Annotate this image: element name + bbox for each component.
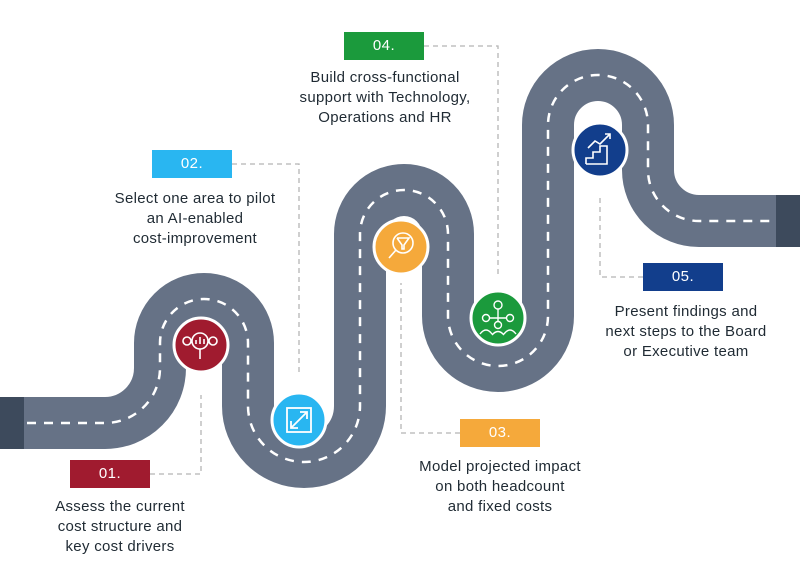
step-5-badge: 05. xyxy=(643,263,723,291)
step-2-badge: 02. xyxy=(152,150,232,178)
road-end-cap xyxy=(776,195,800,247)
step-1-description: Assess the current cost structure and ke… xyxy=(20,497,220,557)
step-4-description: Build cross-functional support with Tech… xyxy=(270,68,500,128)
connector-step-3 xyxy=(400,283,460,434)
connector-step-2 xyxy=(232,163,300,372)
road-start-cap xyxy=(0,397,24,449)
step-1-line-3: key cost drivers xyxy=(65,538,175,555)
connector-step-1 xyxy=(150,395,202,475)
step-3-description: Model projected impact on both headcount… xyxy=(385,457,615,517)
magnifier-funnel-icon xyxy=(388,232,414,259)
step-4-marker xyxy=(469,289,527,347)
road-lane-markings xyxy=(10,73,790,464)
step-3-line-3: and fixed costs xyxy=(447,498,553,515)
step-4-line-1: Build cross-functional xyxy=(310,69,460,86)
step-5-line-1: Present findings and xyxy=(614,303,758,320)
step-2-line-2: an AI-enabled xyxy=(146,210,244,227)
step-4-line-2: support with Technology, xyxy=(299,89,471,106)
growth-chart-steps-icon xyxy=(585,133,611,165)
step-3-marker xyxy=(372,218,430,276)
step-1-line-1: Assess the current xyxy=(55,498,185,515)
step-5-line-2: next steps to the Board xyxy=(605,323,767,340)
step-2-description: Select one area to pilot an AI-enabled c… xyxy=(80,189,310,249)
step-3-line-2: on both headcount xyxy=(435,478,565,495)
connector-step-4 xyxy=(424,45,499,276)
step-1-marker xyxy=(172,316,230,374)
step-2-marker xyxy=(270,391,328,449)
step-2-line-3: cost-improvement xyxy=(132,230,257,247)
step-5-description: Present findings and next steps to the B… xyxy=(578,302,794,362)
step-1-line-2: cost structure and xyxy=(57,518,183,535)
step-2-line-1: Select one area to pilot xyxy=(114,190,276,207)
magnifier-with-cost-icon xyxy=(182,332,218,359)
step-1-badge: 01. xyxy=(70,460,150,488)
expand-arrow-icon xyxy=(286,407,312,433)
step-5-marker xyxy=(571,121,629,179)
step-3-line-1: Model projected impact xyxy=(419,458,581,475)
step-5-line-3: or Executive team xyxy=(623,343,749,360)
team-network-icon xyxy=(479,300,517,336)
step-3-badge: 03. xyxy=(460,419,540,447)
step-4-badge: 04. xyxy=(344,32,424,60)
step-4-line-3: Operations and HR xyxy=(318,109,452,126)
